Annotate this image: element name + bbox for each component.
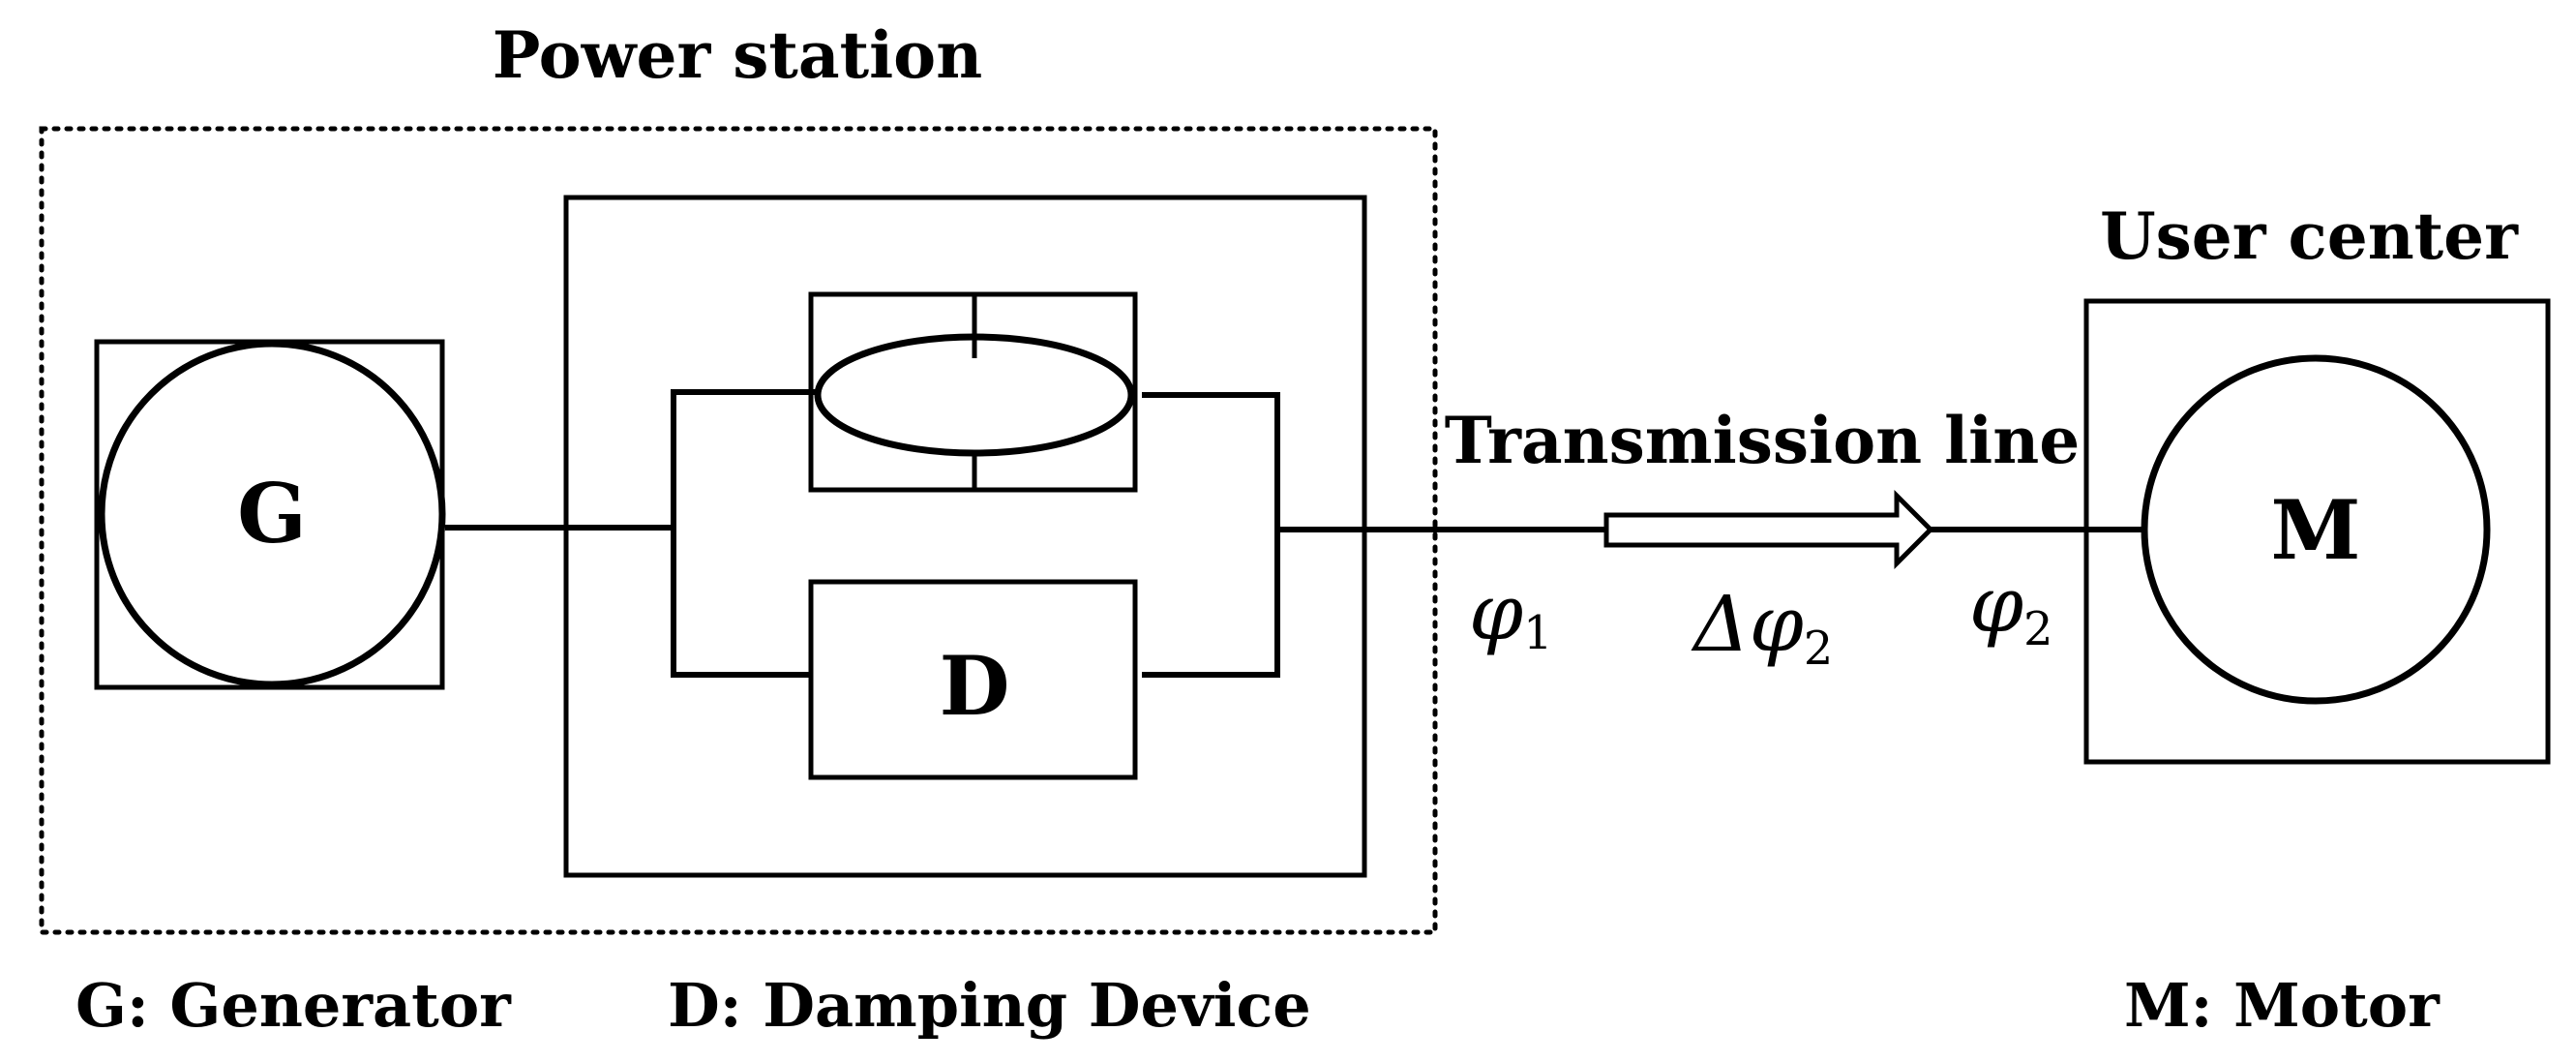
phi1-label: φ1 <box>1469 567 1553 660</box>
power-station-boundary <box>39 126 1438 935</box>
generator-circle <box>98 340 446 688</box>
generator-block: G <box>94 339 446 690</box>
damper-element: D <box>808 579 1138 780</box>
phi2-label: φ2 <box>1969 560 2053 656</box>
motor-circle <box>2141 354 2491 705</box>
generator-symbol: G <box>237 466 307 561</box>
transmission-line-label: Transmission line <box>1445 403 2080 478</box>
transmission-arrow <box>1603 489 1934 570</box>
power-station-title: Power station <box>493 17 982 93</box>
elastic-element <box>808 291 1138 493</box>
legend-generator: G: Generator <box>75 970 512 1041</box>
damping-device-frame <box>563 195 1367 878</box>
damper-frame <box>808 579 1138 780</box>
delta-phi2-label: Δφ2 <box>1691 579 1833 676</box>
legend-motor: M: Motor <box>2124 970 2441 1041</box>
motor-block: M <box>2083 298 2551 765</box>
motor-symbol: M <box>2271 482 2361 578</box>
motor-frame <box>2083 298 2551 765</box>
legend-damping-device: D: Damping Device <box>668 970 1311 1041</box>
damper-symbol: D <box>940 638 1010 734</box>
user-center-title: User center <box>2100 198 2519 274</box>
